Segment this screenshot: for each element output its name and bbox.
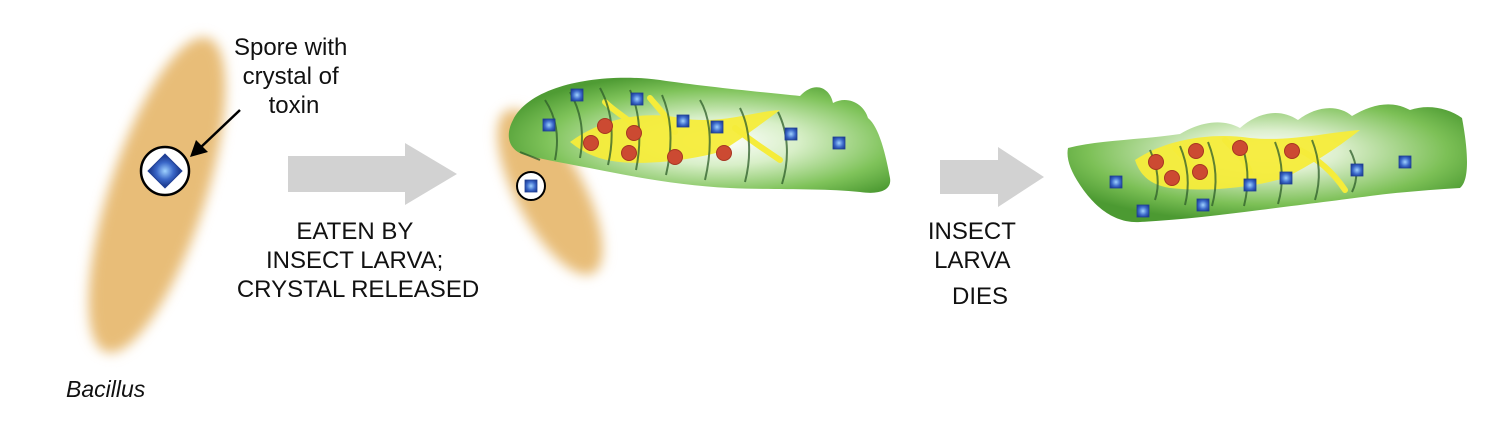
step1-label: EATEN BY INSECT LARVA; CRYSTAL RELEASED — [237, 218, 479, 303]
callout-arrow-icon — [190, 109, 241, 157]
process-arrow-icon — [288, 143, 457, 205]
bacillus-label: Bacillus — [66, 376, 146, 402]
released-crystal-icon — [516, 171, 546, 201]
process-arrow-icon — [940, 147, 1044, 207]
larva-feeding — [508, 77, 891, 193]
bacillus-cell — [88, 37, 226, 353]
spore-with-crystal-icon — [139, 145, 191, 197]
dead-larva — [1067, 104, 1467, 223]
step2-label: INSECT LARVA DIES — [928, 218, 1022, 310]
spore-callout-label: Spore with crystal of toxin — [234, 34, 354, 119]
